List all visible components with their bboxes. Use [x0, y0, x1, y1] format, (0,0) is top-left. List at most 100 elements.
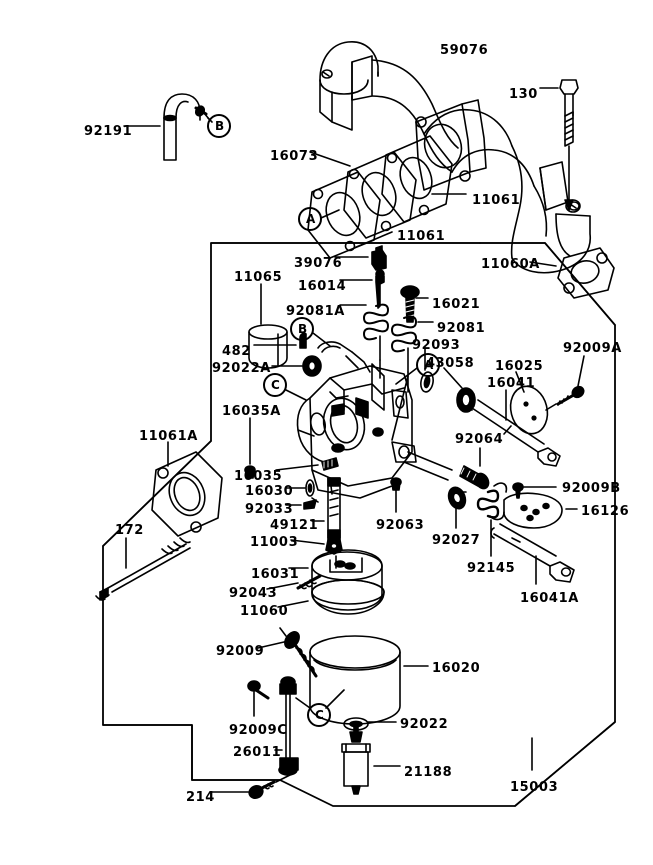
part-26011-wire — [278, 676, 299, 776]
part-11065-cap — [248, 324, 288, 369]
leader-43058 — [443, 367, 463, 389]
part-number-label-16031: 16031 — [251, 567, 300, 582]
part-number-label-16073: 16073 — [270, 149, 319, 164]
callout-circle-C-bowl — [307, 703, 331, 727]
part-number-label-92043: 92043 — [229, 586, 278, 601]
callout-circle-B-carb — [290, 317, 314, 341]
leader-C-carb — [285, 389, 307, 401]
part-43058-seal — [456, 387, 476, 413]
part-172-bolt — [95, 537, 191, 601]
callout-ref-a-1: A — [306, 212, 316, 226]
part-92081-spring — [391, 315, 417, 373]
part-number-label-92009b: 92009B — [562, 481, 621, 496]
part-16041-shaft — [468, 399, 561, 467]
part-carburetor-body — [296, 341, 453, 499]
leader-11060 — [277, 600, 309, 608]
part-number-label-92093: 92093 — [412, 338, 461, 353]
part-number-label-92081a: 92081A — [286, 304, 345, 319]
leader-92009A — [577, 355, 585, 387]
leader-11003 — [290, 539, 325, 545]
part-number-label-92145: 92145 — [467, 561, 516, 576]
callout-ref-b-0: B — [215, 119, 225, 133]
leader-11061-lower — [353, 231, 393, 249]
part-number-label-16025: 16025 — [495, 359, 544, 374]
callout-ref-c-5: C — [315, 708, 324, 722]
callout-ref-b-2: B — [298, 322, 308, 336]
part-number-label-16126: 16126 — [581, 504, 630, 519]
leader-A-carb — [395, 367, 418, 385]
part-number-label-59076: 59076 — [440, 43, 489, 58]
part-92063-pin — [390, 477, 402, 491]
part-number-label-16021: 16021 — [432, 297, 481, 312]
part-number-label-39076: 39076 — [294, 256, 343, 271]
part-21188-solenoid — [341, 725, 371, 795]
leader-A-carb2 — [391, 375, 409, 441]
leader-16025 — [515, 371, 525, 393]
leader-11060A — [529, 261, 557, 267]
part-16041A-lever — [490, 523, 575, 583]
part-number-label-16035a: 16035A — [222, 404, 281, 419]
part-number-label-11061a: 11061A — [139, 429, 198, 444]
part-number-label-16014: 16014 — [298, 279, 347, 294]
part-16014-needle — [375, 269, 385, 309]
part-92093-oring — [420, 371, 434, 393]
part-11060A-flange — [557, 247, 615, 299]
part-number-label-11065: 11065 — [234, 270, 283, 285]
part-number-label-92063: 92063 — [376, 518, 425, 533]
part-92022A-oring — [302, 355, 322, 377]
assembly-inner-partitions — [102, 242, 546, 781]
part-11061-gasket-rear — [381, 135, 453, 223]
part-number-label-92009c: 92009C — [229, 723, 288, 738]
part-16031-float — [311, 549, 385, 615]
part-16035-screw — [321, 457, 339, 471]
part-number-label-92033: 92033 — [245, 502, 294, 517]
part-number-label-11061: 11061 — [472, 193, 521, 208]
part-number-label-16041: 16041 — [487, 376, 536, 391]
leader-B-carb — [312, 332, 331, 347]
part-92081A-spring — [363, 303, 389, 361]
part-16030-oring — [305, 479, 315, 497]
part-49121-jet — [327, 477, 341, 541]
part-number-label-21188: 21188 — [404, 765, 453, 780]
part-92043-pin — [296, 574, 322, 590]
part-16025-valve-plate — [503, 385, 549, 435]
part-92033-clip — [303, 497, 319, 510]
part-number-label-92009: 92009 — [216, 644, 265, 659]
leader-C-bowl2 — [325, 689, 345, 709]
leader-92009 — [257, 641, 285, 649]
leader-92043 — [266, 582, 299, 590]
leader-C-bowl — [295, 697, 311, 709]
callout-ref-a-3: A — [424, 358, 434, 372]
part-number-label-16041a: 16041A — [520, 591, 579, 606]
part-number-label-92022a: 92022A — [212, 361, 271, 376]
part-16126-cover — [503, 492, 563, 529]
part-number-label-11003: 11003 — [250, 535, 299, 550]
part-92009B-screw — [512, 482, 524, 499]
part-11061A-gasket — [151, 451, 223, 537]
part-number-label-26011: 26011 — [233, 745, 282, 760]
part-92027-washer — [447, 486, 467, 510]
part-59076-manifold — [319, 41, 591, 274]
callout-circle-C-carb — [263, 373, 287, 397]
part-number-label-92064: 92064 — [455, 432, 504, 447]
part-number-label-16035: 16035 — [234, 469, 283, 484]
leader-A-gasket — [320, 209, 340, 219]
part-92009-screw — [279, 627, 318, 678]
part-214-washer — [248, 773, 293, 799]
part-number-label-16030: 16030 — [245, 484, 294, 499]
part-number-label-92081: 92081 — [437, 321, 486, 336]
part-number-label-172: 172 — [115, 523, 144, 538]
boundary-diagonal-bottom-right — [514, 721, 616, 807]
callout-circle-A-gasket — [298, 207, 322, 231]
part-number-label-92191: 92191 — [84, 124, 133, 139]
leader-16035 — [275, 464, 319, 471]
callout-ref-c-4: C — [271, 378, 280, 392]
part-number-label-43058: 43058 — [426, 356, 475, 371]
part-number-label-92027: 92027 — [432, 533, 481, 548]
part-92064-screw — [459, 465, 490, 490]
part-11061-gasket-front — [307, 171, 381, 259]
part-number-label-15003: 15003 — [510, 780, 559, 795]
part-number-label-11060a: 11060A — [481, 257, 540, 272]
